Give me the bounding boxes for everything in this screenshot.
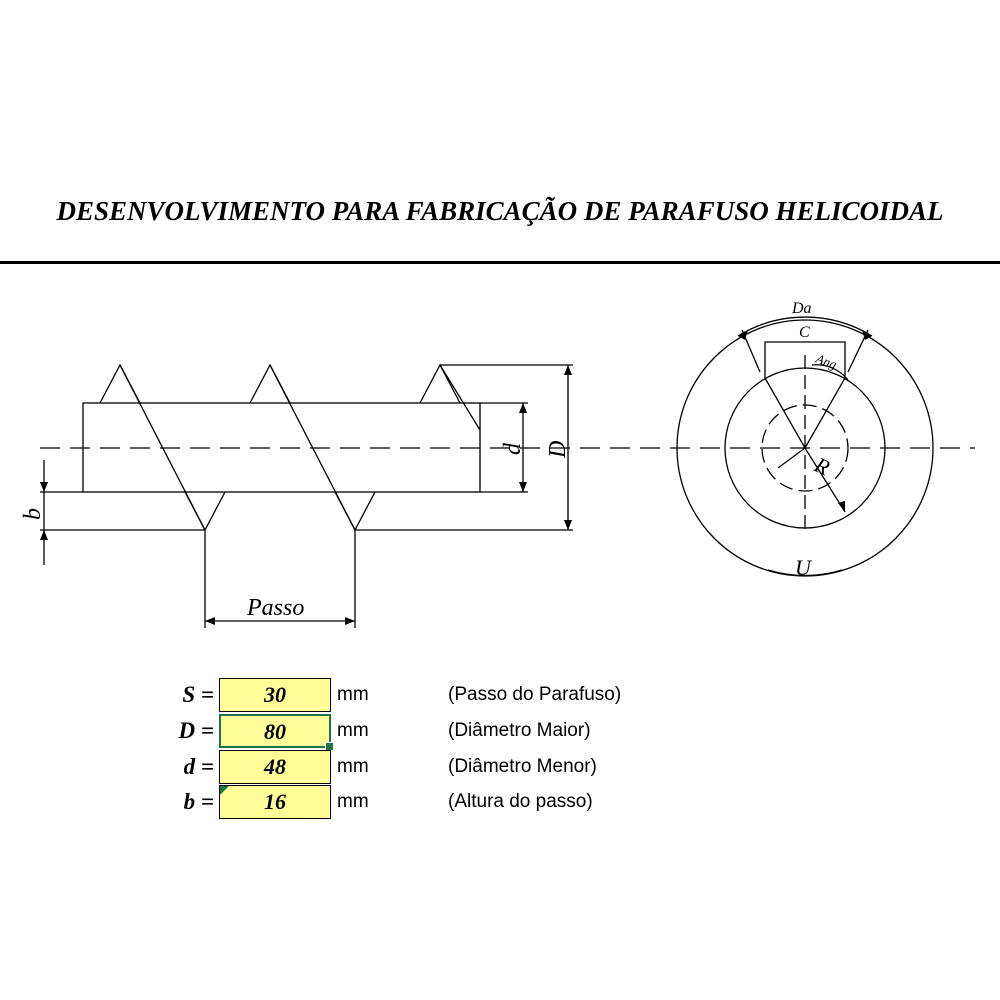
param-row-d: d = 48 mm (Diâmetro Menor) [0, 750, 1000, 784]
param-label: S = [182, 682, 214, 707]
label-passo: Passo [246, 595, 304, 621]
label-R: R [810, 451, 834, 480]
screw-core [82, 402, 481, 493]
dim-ang [811, 364, 849, 381]
param-unit: mm [337, 720, 369, 741]
param-row-b: b = 16 mm (Altura do passo) [0, 785, 1000, 819]
thread-bottom-1 [184, 491, 226, 532]
param-row-D: D = 80 mm (Diâmetro Maior) [0, 714, 1000, 751]
dim-Da [737, 316, 873, 337]
sheet-title: DESENVOLVIMENTO PARA FABRICAÇÃO DE PARAF… [56, 196, 944, 226]
passo-value-cell[interactable]: 30 [219, 678, 331, 712]
label-b: b [20, 508, 46, 520]
diametro-menor-value-cell[interactable]: 48 [219, 750, 331, 784]
label-U: U [795, 555, 813, 580]
param-description: (Diâmetro Maior) [448, 720, 591, 741]
cell-text: 16 [264, 789, 286, 814]
param-label: d = [183, 754, 214, 779]
label-Da: Da [791, 300, 812, 317]
label-D: D [545, 441, 571, 459]
param-label: D = [178, 718, 214, 743]
dim-U [767, 569, 843, 577]
param-description: (Diâmetro Menor) [448, 756, 597, 777]
helix-line-3 [439, 364, 481, 431]
comment-indicator-icon[interactable] [220, 786, 229, 795]
thread-bottom-2 [334, 491, 376, 532]
label-C: C [799, 324, 810, 341]
cell-text: 80 [264, 719, 286, 744]
param-unit: mm [337, 756, 369, 777]
param-label: b = [183, 789, 214, 814]
thread-top-2 [249, 363, 291, 404]
diametro-maior-value-cell[interactable]: 80 [219, 714, 334, 751]
label-ang: Ang [813, 350, 839, 372]
altura-passo-value-cell[interactable]: 16 [219, 785, 331, 819]
helix-line-1 [119, 364, 206, 531]
param-unit: mm [337, 684, 369, 705]
param-row-s: S = 30 mm (Passo do Parafuso) [0, 678, 1000, 712]
thread-top-1 [99, 363, 141, 404]
param-description: (Altura do passo) [448, 791, 593, 812]
radius-line [804, 447, 846, 513]
dim-C [764, 341, 846, 378]
label-d: d [500, 442, 526, 455]
thread-top-3 [419, 363, 461, 404]
helix-line-2 [269, 364, 356, 531]
param-description: (Passo do Parafuso) [448, 684, 622, 705]
title-underline [0, 261, 1000, 264]
param-unit: mm [337, 791, 369, 812]
